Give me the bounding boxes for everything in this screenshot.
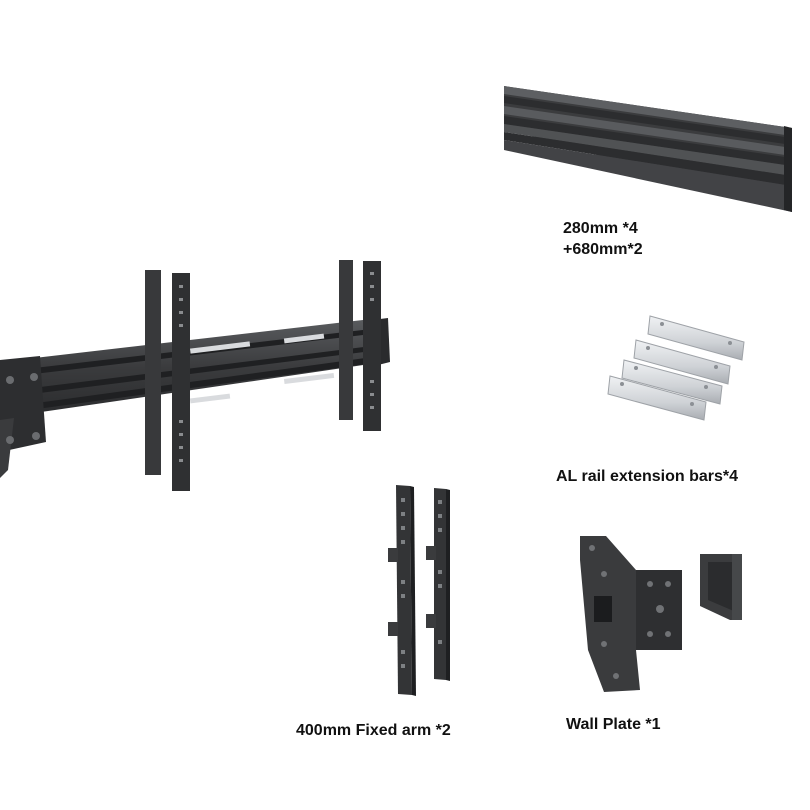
rail-image [504, 86, 792, 212]
fixed-arm-caption: 400mm Fixed arm *2 [296, 722, 451, 739]
rail-caption-line1: 280mm *4 [563, 220, 638, 237]
wall-plate-caption: Wall Plate *1 [566, 716, 661, 733]
rail-caption-line2: +680mm*2 [563, 241, 643, 258]
assembled-mount-image [0, 260, 390, 491]
rail-caption: 280mm *4 +680mm*2 [563, 218, 643, 260]
fixed-arms-image [388, 485, 450, 696]
extension-bars-caption: AL rail extension bars*4 [556, 468, 738, 485]
wall-plate-image [580, 536, 742, 692]
extension-bars-image [607, 315, 745, 421]
